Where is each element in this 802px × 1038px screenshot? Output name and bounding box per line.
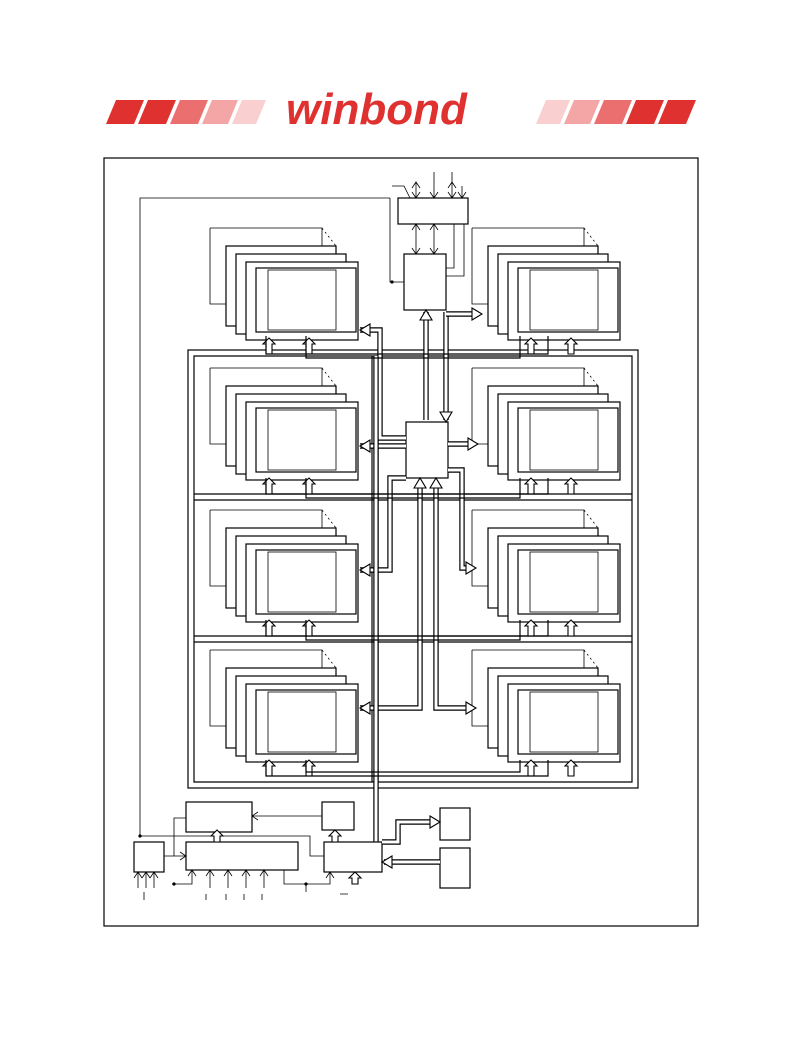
logo-stripe [202,100,238,124]
memory-bank [209,649,359,777]
logo-stripe [138,100,176,124]
control-block-central [405,421,449,479]
control-block-out-lower [439,847,471,889]
logo-stripe [564,100,600,124]
control-block-decoder [185,841,299,871]
control-block-out-upper [439,807,471,841]
logo-stripe [106,100,144,124]
logo-stripe [658,100,696,124]
logo-stripes-right [536,100,696,124]
logo-stripe [626,100,664,124]
logo-stripe [170,100,208,124]
memory-bank [209,227,359,355]
control-block-io [323,841,383,873]
logo-stripe [232,100,266,124]
grid-outer [187,349,639,789]
memory-bank [471,649,621,777]
logo-stripe [536,100,570,124]
control-block-upper [403,253,447,311]
control-block-input [133,841,165,873]
memory-bank [471,509,621,637]
bus-arrowheads [358,307,484,715]
control-block-top [397,197,469,225]
memory-bank [209,509,359,637]
bottom-wiring [133,280,442,900]
logo-wordmark: winbond [286,86,468,134]
logo-stripes-left [106,100,266,124]
row-address-lines [265,336,549,777]
logo-stripe [594,100,632,124]
top-pins [392,172,467,277]
winbond-logo: winbond [106,86,696,134]
control-block-left-upper [185,801,253,833]
memory-bank [471,367,621,495]
memory-bank [209,367,359,495]
memory-bank [471,227,621,355]
control-block-right-upper [321,801,355,831]
data-buses [360,311,476,842]
diagram-frame [103,157,699,927]
